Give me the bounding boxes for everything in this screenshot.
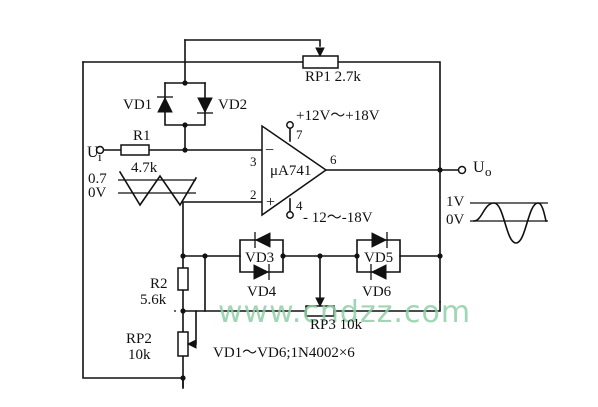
label-rp3: RP3 10k bbox=[310, 317, 363, 333]
label-vplus: +12V～+18V bbox=[296, 108, 380, 124]
potentiometer-rp2 bbox=[177, 331, 197, 357]
label-uo: U bbox=[473, 159, 485, 176]
label-ui-sub: i bbox=[98, 149, 102, 164]
label-pin7: 7 bbox=[296, 127, 303, 142]
label-vminus: - 12～-18V bbox=[303, 210, 373, 226]
label-opamp: μA741 bbox=[270, 163, 311, 179]
diode-vd1 bbox=[157, 96, 173, 113]
label-pin2: 2 bbox=[250, 187, 257, 202]
label-r1: R1 bbox=[133, 128, 151, 144]
label-vd3: VD3 bbox=[245, 250, 274, 266]
label-plus-input: + bbox=[266, 194, 275, 211]
label-r2-value: 5.6k bbox=[140, 292, 167, 308]
potentiometer-rp3 bbox=[305, 297, 335, 317]
label-pin6: 6 bbox=[330, 152, 337, 167]
sine-wave-icon bbox=[470, 202, 548, 244]
label-ui: U bbox=[87, 144, 99, 161]
label-rp1: RP1 2.7k bbox=[305, 69, 361, 85]
resistor-r2 bbox=[177, 267, 189, 291]
output-terminal bbox=[457, 165, 467, 175]
label-pin4: 4 bbox=[296, 198, 303, 213]
label-vd1: VD1 bbox=[123, 97, 152, 113]
watermark: www.cndzz.com bbox=[218, 295, 471, 330]
op-amp-ua741 bbox=[261, 121, 328, 219]
label-r1-value: 4.7k bbox=[131, 160, 158, 176]
resistor-r1 bbox=[120, 144, 150, 156]
label-pin3: 3 bbox=[250, 154, 257, 169]
triangle-wave-icon bbox=[118, 170, 198, 207]
label-input-zero: 0V bbox=[88, 185, 107, 201]
label-vd6: VD6 bbox=[362, 284, 392, 300]
label-minus-input: − bbox=[265, 142, 274, 159]
label-vd4: VD4 bbox=[247, 284, 277, 300]
label-output-zero: 0V bbox=[446, 212, 465, 228]
label-output-high: 1V bbox=[446, 194, 465, 210]
label-vd2: VD2 bbox=[218, 97, 247, 113]
diode-pair-vd3-vd4 bbox=[239, 232, 358, 280]
junction-dots bbox=[180, 80, 443, 381]
label-rp2: RP2 bbox=[126, 331, 152, 347]
label-input-high: 0.7 bbox=[88, 171, 107, 187]
input-terminal bbox=[95, 145, 105, 155]
label-vd5: VD5 bbox=[364, 250, 393, 266]
label-diode-note: VD1～VD6;1N4002×6 bbox=[213, 345, 355, 361]
potentiometer-rp1 bbox=[302, 47, 339, 69]
label-uo-sub: o bbox=[485, 164, 492, 179]
diode-pair-vd5-vd6 bbox=[356, 232, 401, 280]
label-r2: R2 bbox=[150, 276, 168, 292]
diode-vd2 bbox=[197, 97, 213, 114]
label-rp2-value: 10k bbox=[128, 347, 151, 363]
